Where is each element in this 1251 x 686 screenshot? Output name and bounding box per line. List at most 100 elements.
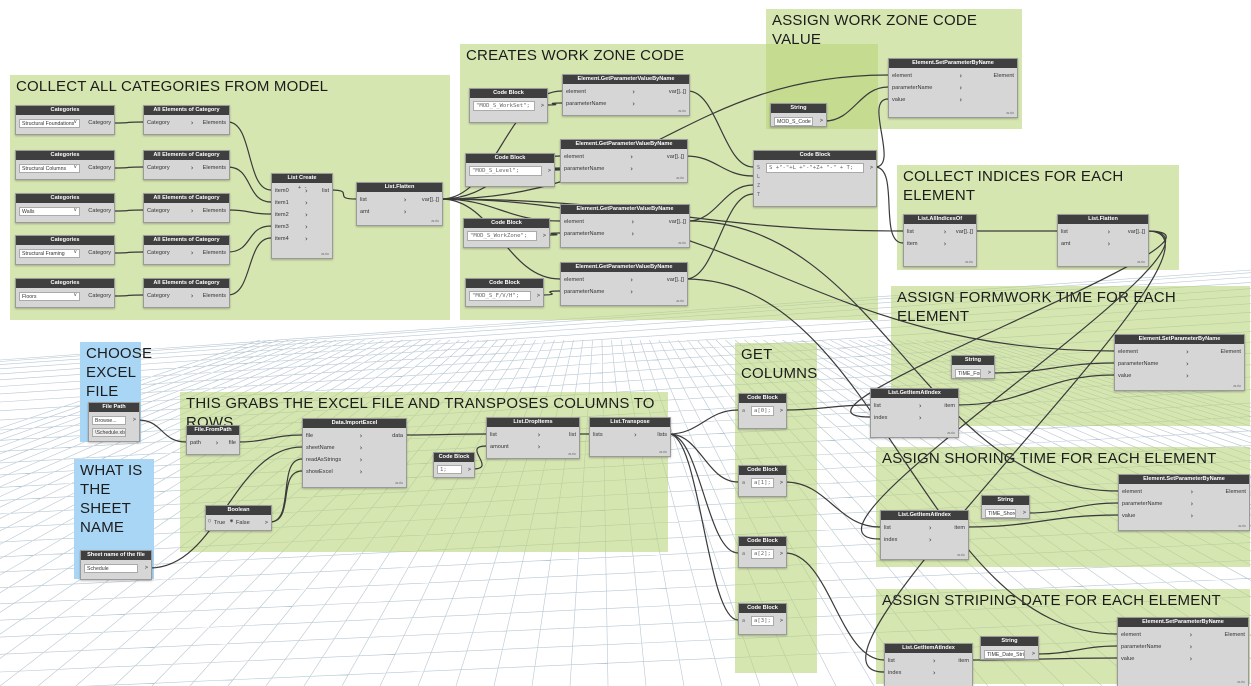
output-port-arrow[interactable]: >: [779, 480, 783, 486]
input-port-file[interactable]: file: [306, 433, 314, 439]
output-port-arrow[interactable]: >: [547, 168, 551, 174]
output-port-list[interactable]: list: [322, 188, 329, 194]
node-cb-level[interactable]: Code Block>"MOD_S_Level";: [465, 153, 555, 187]
category-dropdown[interactable]: Structural Framing: [19, 249, 80, 258]
node-sheetname[interactable]: Sheet name of the file>Schedule: [80, 550, 152, 580]
input-port-readasstrings[interactable]: readAsStrings: [306, 457, 342, 463]
input-port-amount[interactable]: amount: [490, 444, 509, 450]
output-port-arrow[interactable]: >: [540, 103, 544, 109]
output-port-arrow[interactable]: >: [779, 551, 783, 557]
input-port-value[interactable]: value: [892, 97, 906, 103]
input-port-parametername[interactable]: parameterName: [1122, 501, 1163, 507]
node-filepath[interactable]: File Path>Browse...\Schedule.xlsx: [88, 402, 140, 442]
group-title[interactable]: COLLECT ALL CATEGORIES FROM MODEL: [16, 78, 329, 95]
output-port-arrow[interactable]: >: [542, 233, 546, 239]
chevron-down-icon[interactable]: v: [73, 164, 77, 170]
input-port-element[interactable]: element: [1121, 632, 1141, 638]
output-port-element[interactable]: Element: [1225, 489, 1246, 495]
output-port-item[interactable]: item: [958, 658, 969, 664]
group-title[interactable]: COLLECT INDICES FOR EACH ELEMENT: [903, 168, 1124, 204]
string-input[interactable]: TIME_Shore: [985, 509, 1016, 518]
input-port-element[interactable]: element: [564, 277, 584, 283]
input-port-index[interactable]: index: [888, 670, 902, 676]
string-input[interactable]: TIME_Form: [955, 369, 981, 378]
add-remove-input-buttons[interactable]: + -: [298, 185, 308, 191]
input-port-showexcel[interactable]: showExcel: [306, 469, 333, 475]
input-port-t[interactable]: T: [757, 192, 761, 198]
output-port-file[interactable]: file: [228, 440, 236, 446]
code-input[interactable]: S +"-"+L +"-"+Z+ "-" + T;: [766, 163, 864, 173]
input-port-index[interactable]: index: [884, 537, 898, 543]
output-port-item[interactable]: item: [954, 525, 965, 531]
input-port-amt[interactable]: amt: [1061, 241, 1071, 247]
output-port-var[interactable]: var[]..[]: [666, 277, 684, 283]
output-port-data[interactable]: data: [392, 433, 403, 439]
output-port-element[interactable]: Element: [1220, 349, 1241, 355]
output-port-arrow[interactable]: >: [1022, 510, 1026, 516]
node-str-code[interactable]: String>MOD_S_Code: [770, 103, 827, 127]
input-port-value[interactable]: value: [1122, 513, 1136, 519]
input-port-category[interactable]: Category: [147, 208, 170, 214]
input-port-parametername[interactable]: parameterName: [892, 85, 933, 91]
output-port-arrow[interactable]: >: [987, 370, 991, 376]
node-cb-fvh[interactable]: Code Block>"MOD_S_F/V/H";: [465, 278, 544, 307]
output-port-arrow[interactable]: >: [264, 520, 268, 526]
group-title[interactable]: GET COLUMNS: [741, 346, 818, 382]
group-title[interactable]: ASSIGN FORMWORK TIME FOR EACH ELEMENT: [897, 289, 1176, 325]
input-port-list[interactable]: list: [1061, 229, 1068, 235]
output-port-element[interactable]: Element: [1224, 632, 1245, 638]
input-port-parametername[interactable]: parameterName: [1118, 361, 1159, 367]
input-port-value[interactable]: value: [1118, 373, 1132, 379]
true-radio[interactable]: True: [214, 520, 226, 526]
input-port-item[interactable]: item: [907, 241, 918, 247]
output-port-var[interactable]: var[]..[]: [421, 197, 439, 203]
output-port-arrow[interactable]: >: [536, 293, 540, 299]
output-port-elements[interactable]: Elements: [202, 120, 226, 126]
input-port-list[interactable]: list: [360, 197, 367, 203]
code-input[interactable]: a[0];: [751, 406, 774, 416]
output-port-var[interactable]: var[]..[]: [668, 89, 686, 95]
node-cb-workzone[interactable]: Code Block>"MOD_S_WorkZone";: [463, 218, 550, 248]
input-port-item4[interactable]: item4: [275, 236, 289, 242]
group-title[interactable]: CHOOSE EXCEL FILE: [86, 345, 153, 400]
category-dropdown[interactable]: Structural Columns: [19, 164, 80, 173]
code-input[interactable]: "MOD_S_Level";: [469, 166, 542, 176]
output-port-var[interactable]: var[]..[]: [668, 219, 686, 225]
code-input[interactable]: "MOD_S_WorkZone";: [467, 231, 537, 241]
input-port-element[interactable]: element: [892, 73, 912, 79]
code-input[interactable]: "MOD_S_WorkSet";: [473, 101, 535, 111]
input-port-list[interactable]: list: [490, 432, 497, 438]
radio-selected-icon[interactable]: ◉: [230, 518, 234, 524]
string-input[interactable]: TIME_Date_Strip: [984, 650, 1025, 659]
input-port-element[interactable]: element: [566, 89, 586, 95]
input-port-category[interactable]: Category: [147, 165, 170, 171]
code-input[interactable]: "MOD_S_F/V/H";: [469, 291, 531, 301]
output-port-item[interactable]: item: [944, 403, 955, 409]
output-port-var[interactable]: var[]..[]: [666, 154, 684, 160]
input-port-amt[interactable]: amt: [360, 209, 370, 215]
output-port-category[interactable]: Category: [88, 165, 111, 171]
category-dropdown[interactable]: Structural Foundations: [19, 119, 80, 128]
output-port-arrow[interactable]: >: [819, 118, 823, 124]
output-port-list[interactable]: list: [569, 432, 576, 438]
